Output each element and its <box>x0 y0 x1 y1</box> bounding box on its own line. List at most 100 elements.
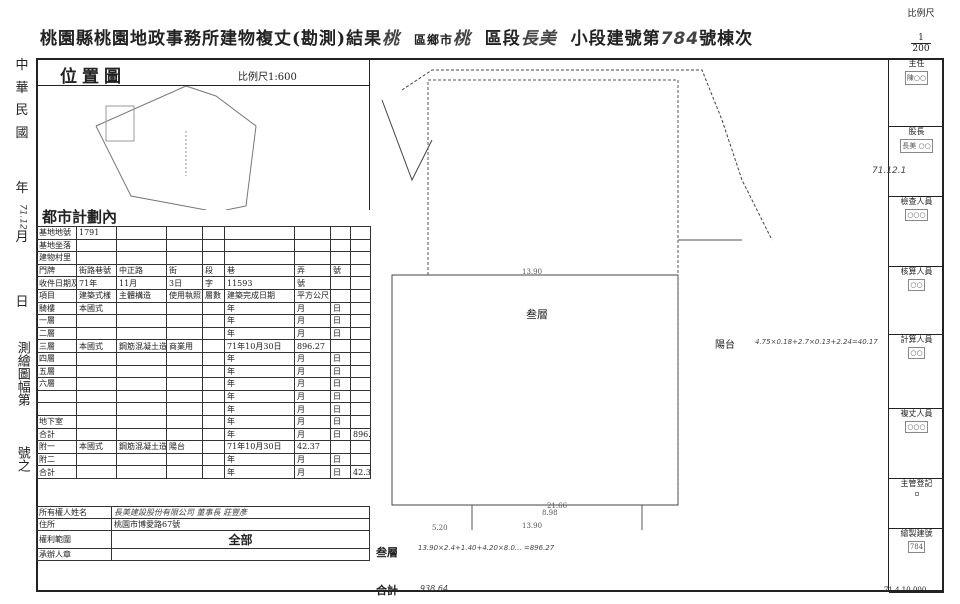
register-cell <box>202 364 225 379</box>
approval-label: 主任 <box>908 59 925 68</box>
register-cell <box>76 314 117 328</box>
register-cell: 主體構造 <box>116 288 167 303</box>
register-cell <box>166 351 203 366</box>
register-cell: 42.37 <box>350 465 371 479</box>
left-char: 民 <box>15 103 29 119</box>
register-cell: 基地坐落 <box>36 238 77 253</box>
register-table: 基地地號1791基地坐落建物村里門牌街路巷號中正路街段巷弄號收件日期及字號71年… <box>36 226 371 479</box>
register-cell <box>202 351 225 366</box>
title-suffix: 號棟次 <box>699 29 754 49</box>
register-cell <box>202 251 225 265</box>
register-cell <box>116 226 167 240</box>
approval-cell: 複丈人員○○○ <box>889 408 944 479</box>
balcony-label: 陽台 <box>715 340 735 351</box>
area-formula: 13.90×2.4+1.40+4.20×8.0... =896.27 <box>418 544 555 552</box>
approval-stamp: ○○○ <box>905 209 928 221</box>
register-cell <box>36 389 77 404</box>
register-cell <box>166 364 203 379</box>
dim-label: 8.98 <box>542 509 558 517</box>
register-cell <box>202 427 225 442</box>
register-cell: 月 <box>294 314 331 328</box>
register-cell <box>202 339 225 353</box>
register-cell: 字 <box>202 276 225 290</box>
register-cell <box>330 276 351 290</box>
register-row: 地下室年月日 <box>36 414 371 429</box>
city-plan-label: 都市計劃內 <box>42 208 118 226</box>
scope-label: 權利範圍 <box>36 530 112 549</box>
left-date-column: 中 華 民 國 年 71.12 月 日 測繪圖幅第 號之 <box>10 58 34 479</box>
register-cell: 層數 <box>202 288 225 303</box>
register-row: 一層年月日 <box>36 314 371 328</box>
register-cell: 11593 <box>224 276 295 290</box>
register-cell: 日 <box>330 414 351 429</box>
register-cell <box>202 389 225 404</box>
register-cell <box>224 251 295 265</box>
register-cell: 街路巷號 <box>76 263 117 278</box>
approval-stamp: 陳○○ <box>904 71 929 85</box>
register-cell: 商業用 <box>166 339 203 353</box>
register-cell: 日 <box>330 364 351 379</box>
register-cell <box>350 238 371 253</box>
register-cell: 年 <box>224 427 295 442</box>
register-cell <box>76 427 117 442</box>
register-cell <box>116 402 167 416</box>
register-cell: 月 <box>294 364 331 379</box>
register-cell <box>166 452 203 467</box>
register-cell <box>76 414 117 429</box>
register-cell: 騎樓 <box>36 301 77 316</box>
left-char: 月 <box>15 229 29 245</box>
footer-code: 71.4.10,000 <box>884 586 927 594</box>
register-cell <box>166 326 203 341</box>
register-cell: 年 <box>224 377 295 391</box>
left-char: 年 <box>15 181 29 197</box>
register-cell <box>36 402 77 416</box>
register-cell <box>116 427 167 442</box>
dim-label: 21.66 <box>547 502 568 510</box>
register-cell <box>166 465 203 479</box>
register-cell: 月 <box>294 414 331 429</box>
register-cell <box>350 301 371 316</box>
register-cell <box>330 339 351 353</box>
register-cell <box>350 414 371 429</box>
register-cell: 基地地號 <box>36 226 77 240</box>
scale-numerator: 1 <box>911 33 931 44</box>
register-row: 建物村里 <box>36 251 371 265</box>
register-cell: 年 <box>224 351 295 366</box>
register-cell: 日 <box>330 402 351 416</box>
total-handwritten: 938.64 <box>420 584 448 593</box>
register-cell: 平方公尺 <box>294 288 331 303</box>
register-cell: 71年10月30日 <box>224 339 295 353</box>
register-cell <box>350 389 371 404</box>
left-char: 日 <box>15 295 29 311</box>
address-label: 住所 <box>36 518 112 531</box>
owner-label: 所有權人姓名 <box>36 506 112 519</box>
register-cell <box>76 238 117 253</box>
register-cell: 月 <box>294 427 331 442</box>
register-cell: 附二 <box>36 452 77 467</box>
register-cell: 六層 <box>36 377 77 391</box>
register-cell: 月 <box>294 326 331 341</box>
register-cell <box>166 389 203 404</box>
register-cell <box>202 402 225 416</box>
register-row: 騎樓本國式年月日 <box>36 301 371 316</box>
register-cell: 本國式 <box>76 339 117 353</box>
register-row: 四層年月日 <box>36 351 371 366</box>
register-cell <box>116 414 167 429</box>
register-cell <box>76 465 117 479</box>
register-cell <box>224 226 295 240</box>
register-row: 年月日 <box>36 389 371 404</box>
register-cell <box>350 263 371 278</box>
address-value: 桃園市博愛路67號 <box>111 518 370 531</box>
approval-stamp <box>914 492 919 496</box>
approval-stamp: ○○ <box>908 279 925 291</box>
register-cell <box>76 364 117 379</box>
register-cell <box>350 314 371 328</box>
dim-label: 13.90 <box>522 522 542 530</box>
register-cell: 1791 <box>76 226 117 240</box>
register-cell <box>350 326 371 341</box>
register-cell <box>202 465 225 479</box>
balcony-formula: 4.75×0.18+2.7×0.13+2.24=40.17 <box>755 338 878 346</box>
district-handwritten: 桃 <box>452 29 471 49</box>
